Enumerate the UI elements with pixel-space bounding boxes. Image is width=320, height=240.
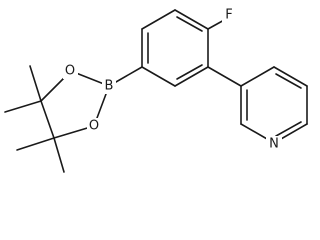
double-bond-inner [275, 121, 302, 137]
atom-label-oxygen-bottom: O [87, 118, 102, 134]
benzene-ring [141, 9, 209, 87]
bond [174, 66, 209, 87]
pyridine-ring [240, 66, 308, 144]
bond-c-c [40, 100, 55, 139]
bond [141, 66, 176, 87]
boron-label: B [105, 79, 114, 94]
atom-label-fluorine: F [222, 7, 236, 23]
atom-label-oxygen-top: O [63, 63, 78, 79]
atom-label-nitrogen: N [266, 136, 282, 152]
atom-label-boron: B [102, 78, 116, 94]
oxygen-bottom-label: O [89, 119, 99, 134]
methyl-groups [4, 65, 65, 173]
bond-aryl-aryl [207, 66, 242, 87]
methyl-bond [29, 65, 42, 102]
double-bond-inner [275, 73, 302, 89]
double-bond-inner [176, 16, 203, 32]
fluorine-label: F [225, 8, 232, 23]
chemical-structure-diagram: F B O O N [4, 7, 308, 173]
bond [273, 66, 308, 87]
bond [174, 9, 209, 30]
oxygen-top-label: O [65, 64, 75, 79]
methyl-bond [4, 100, 42, 113]
bond [240, 66, 275, 87]
nitrogen-label: N [269, 137, 279, 152]
double-bond-inner [176, 64, 203, 80]
methyl-bond [53, 137, 65, 173]
methyl-bond [16, 137, 55, 151]
bond [141, 9, 176, 30]
